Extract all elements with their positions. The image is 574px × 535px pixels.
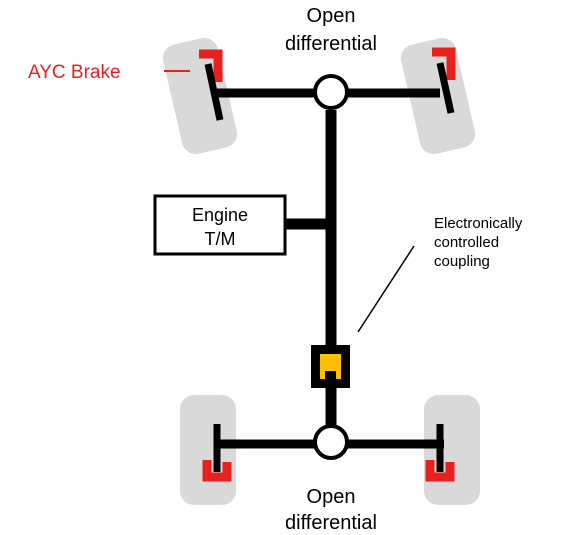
rear-right-brake [425,460,455,482]
rear-diff-label-line1: Open [307,486,356,508]
front-left-hub [204,63,224,121]
rear-differential [313,424,349,460]
front-right-brake [432,47,456,80]
engine-label-line2: T/M [205,229,236,249]
rear-right-wheel [424,395,480,505]
front-differential [313,74,349,110]
coupling-label-line3: coupling [434,253,490,270]
rear-diff-label-line2: differential [285,512,377,534]
electronic-coupling [311,345,350,388]
rear-left-brake [202,460,232,482]
coupling-leader-line [357,245,415,333]
front-diff-label-line1: Open [307,5,356,27]
front-left-brake [199,49,223,82]
engine-tm-box [153,194,287,256]
front-diff-label-line2: differential [285,33,377,55]
engine-label-line1: Engine [192,205,248,225]
ayc-brake-label: AYC Brake [28,62,121,83]
coupling-label-line1: Electronically [434,215,523,232]
coupling-label-line2: controlled [434,234,499,251]
rear-left-wheel [180,395,236,505]
front-right-hub [436,62,455,114]
